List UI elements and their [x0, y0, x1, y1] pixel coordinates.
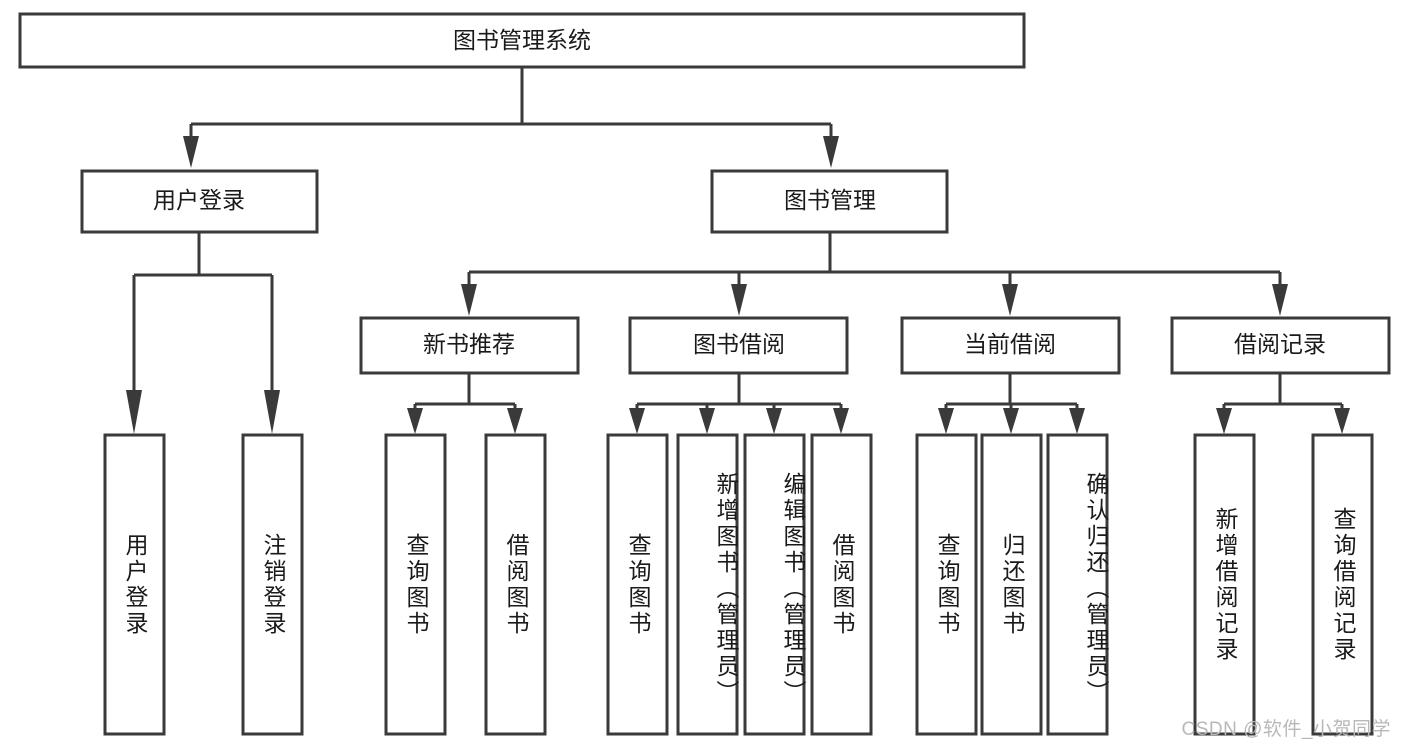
leaf-box-user-login-1[interactable] — [241, 433, 304, 736]
leaf-box-current-borrow-1[interactable] — [980, 433, 1043, 736]
edge-book-borrow-to-leaves — [629, 374, 849, 434]
edge-borrow-record-to-leaves — [1216, 374, 1350, 434]
leaf-box-book-borrow-2[interactable] — [743, 433, 806, 736]
node-book-borrow-label: 图书借阅 — [693, 331, 785, 357]
node-book-borrow[interactable]: 图书借阅 — [628, 316, 849, 375]
leaf-box-book-borrow-0[interactable] — [606, 433, 669, 736]
leaf-box-current-borrow-0[interactable] — [915, 433, 978, 736]
leaf-box-current-borrow-2[interactable] — [1046, 433, 1109, 736]
leaf-box-borrow-record-0[interactable] — [1193, 433, 1256, 736]
leaf-box-new-book-0[interactable] — [384, 433, 447, 736]
node-borrow-record-label: 借阅记录 — [1234, 331, 1326, 357]
node-root-label: 图书管理系统 — [453, 27, 591, 53]
node-new-book-recommend-label: 新书推荐 — [423, 331, 515, 357]
csdn-watermark: CSDN @软件_小贺同学 — [1181, 719, 1391, 740]
leaf-box-borrow-record-1[interactable] — [1311, 433, 1374, 736]
edge-current-borrow-to-leaves — [938, 374, 1085, 434]
edge-book-manage-to-level3 — [461, 233, 1288, 316]
leaf-box-user-login-0[interactable] — [103, 433, 166, 736]
edge-root-to-level2 — [183, 68, 839, 168]
node-book-manage[interactable]: 图书管理 — [710, 169, 949, 234]
leaf-box-book-borrow-1[interactable] — [676, 433, 739, 736]
node-user-login-label: 用户登录 — [153, 187, 245, 213]
leaf-box-book-borrow-3[interactable] — [810, 433, 873, 736]
node-new-book-recommend[interactable]: 新书推荐 — [359, 316, 580, 375]
node-root[interactable]: 图书管理系统 — [18, 12, 1026, 69]
node-book-manage-label: 图书管理 — [784, 187, 876, 213]
leaf-box-new-book-1[interactable] — [484, 433, 547, 736]
node-user-login[interactable]: 用户登录 — [80, 169, 319, 234]
edge-user-login-to-leaves — [126, 233, 280, 434]
edge-new-book-to-leaves — [407, 374, 523, 434]
node-current-borrow[interactable]: 当前借阅 — [900, 316, 1121, 375]
node-borrow-record[interactable]: 借阅记录 — [1170, 316, 1391, 375]
node-current-borrow-label: 当前借阅 — [964, 331, 1056, 357]
